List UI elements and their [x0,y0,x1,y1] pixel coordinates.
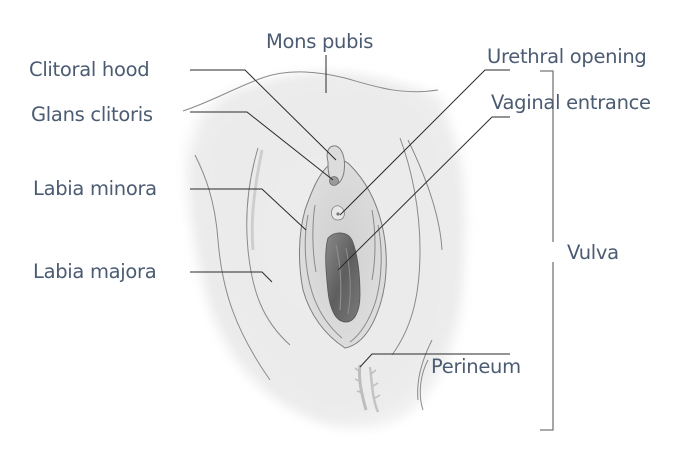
label-labia-minora: Labia minora [33,177,157,200]
label-clitoral-hood: Clitoral hood [29,58,150,81]
label-glans-clitoris: Glans clitoris [31,103,153,126]
leader-lines [190,55,510,368]
leader-perineum [359,353,510,368]
perineum-tissue [354,364,381,413]
urethral-opening [331,205,345,221]
leader-urethral-opening [339,69,510,216]
label-urethral-opening: Urethral opening [487,45,647,68]
left-labia-majora-contours [194,147,291,381]
label-vaginal-entrance: Vaginal entrance [491,91,651,114]
leader-vaginal-entrance [337,116,510,271]
mons-contour [182,71,439,112]
vaginal-entrance [325,232,361,323]
label-mons-pubis: Mons pubis [266,30,374,53]
label-perineum: Perineum [431,355,521,378]
vulva-bracket [540,70,554,431]
leader-clitoral-hood [190,69,337,161]
label-vulva: Vulva [567,241,619,264]
leader-labia-minora [190,188,307,231]
right-labia-majora-contours [391,137,443,411]
leader-glans-clitoris [190,111,334,181]
label-labia-majora: Labia majora [33,260,157,283]
leader-labia-majora [190,271,273,283]
